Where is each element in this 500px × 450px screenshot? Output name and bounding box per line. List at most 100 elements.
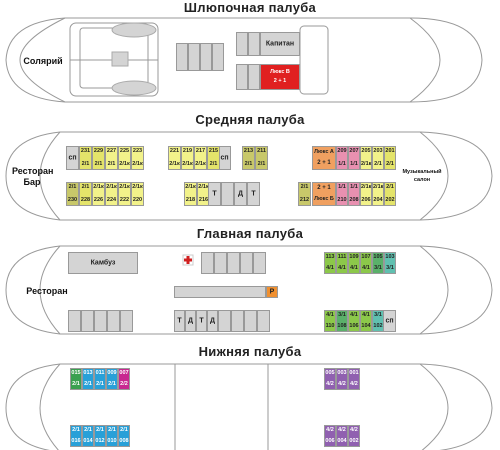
- cabin-number: 110: [325, 323, 335, 329]
- cabin-occupancy: 2/1: [84, 381, 92, 387]
- cabin-occupancy: 2/1: [374, 161, 382, 167]
- cabin-occupancy: 4/1: [338, 265, 346, 271]
- cabin-number: 104: [361, 323, 371, 329]
- r-room: Р: [266, 286, 278, 298]
- cabin-occupancy: 2/1: [300, 184, 309, 190]
- cabin-number: 106: [349, 323, 359, 329]
- cabin-occupancy: 4/2: [350, 381, 358, 387]
- cabin-occupancy: 3/1: [374, 265, 382, 271]
- main-room: [107, 310, 120, 332]
- cabin-number: 009: [107, 370, 117, 376]
- main-room: [81, 310, 94, 332]
- lux-a-cabin[interactable]: Люкс А 2 + 1: [312, 146, 336, 170]
- cabin-105[interactable]: 105 3/1: [372, 252, 384, 274]
- lux-b-cabin[interactable]: 2 + 1 Люкс Б: [312, 182, 336, 206]
- medical-cross-icon: [182, 254, 194, 266]
- cabin-number: 105: [373, 254, 383, 260]
- main-sp: сп: [383, 310, 396, 332]
- cabin-004[interactable]: 004 4/2: [336, 425, 348, 447]
- cabin-occupancy: 2/1: [94, 161, 103, 167]
- cabin-occupancy: 2/1: [209, 161, 218, 167]
- cabin-occupancy: 4/1: [350, 312, 358, 318]
- main-d-room-2: Д: [207, 310, 218, 332]
- cabin-occupancy: 4/2: [326, 427, 334, 433]
- main-d-room: Д: [185, 310, 196, 332]
- cabin-occupancy: 4/2: [338, 427, 346, 433]
- captain-cabin[interactable]: Капитан: [260, 32, 300, 56]
- cabin-number: 221: [169, 148, 180, 154]
- cabin-number: 004: [337, 438, 347, 444]
- middle-sp-center: сп: [218, 146, 231, 170]
- cabin-number: 011: [95, 370, 105, 376]
- boat-deck-room: [236, 64, 248, 90]
- cabin-number: 113: [325, 254, 335, 260]
- lux-v-cabin[interactable]: Люкс В 2 + 1: [260, 64, 300, 90]
- main-room: [231, 310, 244, 332]
- cabin-number: 014: [83, 438, 93, 444]
- cabin-number: 008: [119, 438, 129, 444]
- cabin-number: 003: [337, 370, 347, 376]
- cabin-number: 216: [198, 197, 209, 203]
- cabin-occupancy: 2/1к: [198, 184, 209, 190]
- cabin-number: 210: [337, 197, 347, 203]
- cabin-occupancy: 2/2: [120, 381, 128, 387]
- boat-deck-room: [188, 43, 200, 71]
- cabin-number: 016: [71, 438, 81, 444]
- cabin-106[interactable]: 106 4/1: [348, 310, 360, 332]
